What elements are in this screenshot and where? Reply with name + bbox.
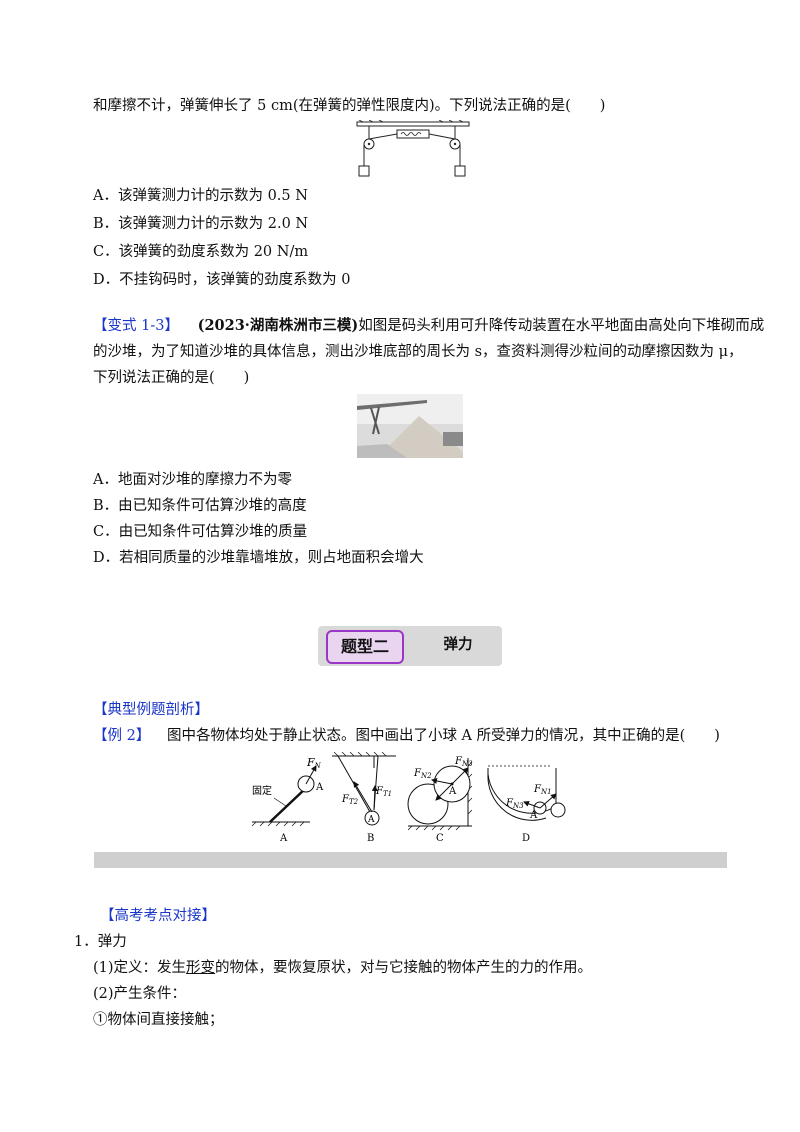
figure-b: A FT2 FT1 B <box>332 752 396 844</box>
q1-option-b: B．该弹簧测力计的示数为 2.0 N <box>93 216 309 232</box>
variant-question-line-2: 的沙堆，为了知道沙堆的具体信息，测出沙堆底部的周长为 s，查资料测得沙粒间的动摩… <box>93 344 743 360</box>
definition-underlined: 形变 <box>186 960 216 976</box>
gaokao-definition: (1)定义：发生形变的物体，要恢复原状，对与它接触的物体产生的力的作用。 <box>93 958 592 978</box>
spring-scale-pulley-figure <box>356 120 470 177</box>
q1-option-d: D．不挂钩码时，该弹簧的劲度系数为 0 <box>93 272 351 288</box>
variant-source: (2023·湖南株洲市三模) <box>197 317 359 334</box>
variant-text-1: 如图是码头利用可升降传动装置在水平地面由高处向下堆砌而成 <box>358 318 765 334</box>
figure-a-caption: A <box>279 833 288 844</box>
figure-a: FN A 固定 A <box>251 756 324 844</box>
figure-d: A FN3 FN1 D <box>487 765 566 844</box>
variant-option-a: A．地面对沙堆的摩擦力不为零 <box>93 472 292 488</box>
q1-option-c: C．该弹簧的劲度系数为 20 N/m <box>93 244 309 260</box>
gaokao-heading: 【高考考点对接】 <box>100 908 216 924</box>
variant-option-c: C．由已知条件可估算沙堆的质量 <box>93 524 308 540</box>
figure-d-fn3-label: FN3 <box>505 798 524 810</box>
figure-b-ball-label: A <box>367 815 375 825</box>
sand-pile-photo <box>357 394 463 458</box>
figure-c-fn2-label: FN2 <box>413 768 432 780</box>
variant-tag: 【变式 1-3】 <box>93 318 179 334</box>
figure-c: A FN2 FN3 C <box>407 756 473 844</box>
question-stem-tail: 和摩擦不计，弹簧伸长了 5 cm(在弹簧的弹性限度内)。下列说法正确的是( ) <box>93 98 606 114</box>
figure-a-fixed-label: 固定 <box>252 784 272 797</box>
example-question: 【例 2】 图中各物体均处于静止状态。图中画出了小球 A 所受弹力的情况，其中正… <box>93 726 720 746</box>
figure-c-fn3-label: FN3 <box>454 756 473 768</box>
figure-b-ft1-label: FT1 <box>375 786 392 798</box>
section-banner: 题型二 弹力 <box>318 626 502 666</box>
figure-b-ft2-label: FT2 <box>341 794 359 806</box>
example-heading: 【典型例题剖析】 <box>93 702 209 718</box>
figure-b-caption: B <box>367 833 374 844</box>
gaokao-condition-1: ①物体间直接接触； <box>93 1012 224 1028</box>
figure-c-caption: C <box>436 833 444 844</box>
example-text: 图中各物体均处于静止状态。图中画出了小球 A 所受弹力的情况，其中正确的是( ) <box>166 728 720 744</box>
figure-a-ball-label: A <box>315 782 324 793</box>
gaokao-condition: (2)产生条件： <box>93 986 187 1002</box>
definition-prefix: (1)定义：发生 <box>93 960 187 976</box>
elastic-force-figure: FN A 固定 A A FT2 FT1 B A <box>251 752 566 844</box>
example-tag: 【例 2】 <box>93 728 151 744</box>
gaokao-item-1: 1．弹力 <box>74 934 127 950</box>
variant-question-line-3: 下列说法正确的是( ) <box>93 370 250 386</box>
figure-d-caption: D <box>522 833 530 844</box>
figure-d-fn1-label: FN1 <box>533 784 552 796</box>
variant-option-b: B．由已知条件可估算沙堆的高度 <box>93 498 307 514</box>
variant-option-d: D．若相同质量的沙堆靠墙堆放，则占地面积会增大 <box>93 550 424 566</box>
section-title: 弹力 <box>443 637 473 653</box>
answer-divider-bar <box>94 852 727 868</box>
definition-suffix: 的物体，要恢复原状，对与它接触的物体产生的力的作用。 <box>215 960 593 976</box>
figure-c-ball-label: A <box>448 786 457 797</box>
section-tag: 题型二 <box>326 630 404 664</box>
q1-option-a: A．该弹簧测力计的示数为 0.5 N <box>93 188 308 204</box>
figure-a-fn-label: FN <box>306 756 322 770</box>
variant-question-line-1: 【变式 1-3】 (2023·湖南株洲市三模)如图是码头利用可升降传动装置在水平… <box>93 316 764 336</box>
figure-d-ball-label: A <box>529 810 538 821</box>
